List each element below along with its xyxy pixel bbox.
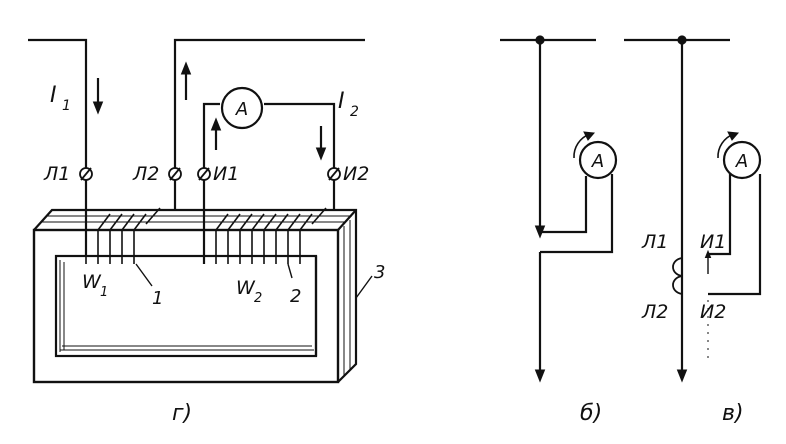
ammeter-c-label: A	[735, 151, 748, 172]
figure-a-caption: г)	[172, 401, 192, 426]
winding-w1-subscript: 1	[100, 285, 108, 300]
terminal-l2-label-c: Л2	[641, 301, 668, 323]
figure-c	[624, 35, 762, 383]
ammeter-circuit	[202, 86, 336, 264]
terminal-i2-label-c: И2	[700, 301, 726, 323]
terminal-i1-circle	[197, 167, 211, 181]
ammeter-a-label: A	[235, 99, 248, 120]
terminal-i1-label-c: И1	[700, 231, 726, 253]
ammeter-b-label: A	[591, 151, 604, 172]
terminal-l1-label-c: Л1	[641, 231, 668, 253]
terminal-l2-label: Л2	[132, 163, 159, 185]
figure-c-caption: в)	[722, 401, 744, 426]
figure-a-labels: I 1 I 2 Л1 Л2 И1 И2 A W 1 W 2 1 2 3 г)	[43, 83, 385, 426]
winding-w2-subscript: 2	[254, 291, 262, 306]
primary-line-in	[28, 38, 104, 256]
ammeter-b	[578, 140, 618, 180]
winding-w1-label: W	[82, 271, 102, 293]
figure-c-labels: A Л1 Л2 И1 И2 в)	[641, 151, 748, 426]
primary-line-out	[173, 38, 365, 210]
current-i2-label: I	[338, 89, 345, 114]
terminal-i2-circle	[327, 167, 341, 181]
figure-b-caption: б)	[580, 401, 602, 426]
ammeter-a	[220, 86, 264, 130]
primary-winding	[85, 207, 161, 264]
current-i1-subscript: 1	[62, 98, 71, 114]
terminal-i2-label: И2	[343, 163, 369, 185]
current-i1-label: I	[50, 83, 57, 108]
terminal-i1-label: И1	[213, 163, 239, 185]
figure-b	[500, 35, 618, 383]
figure-a	[28, 38, 373, 384]
figure-b-labels: A б)	[580, 151, 604, 426]
secondary-winding	[215, 207, 327, 264]
transformer-core	[32, 208, 358, 384]
terminal-l2-circle	[168, 167, 182, 181]
ammeter-c	[722, 140, 762, 180]
terminal-l1-circle	[79, 167, 93, 181]
current-i2-subscript: 2	[350, 104, 359, 120]
winding-w2-label: W	[236, 277, 256, 299]
terminal-l1-label: Л1	[43, 163, 70, 185]
callout-2: 2	[290, 286, 301, 307]
callout-3: 3	[374, 262, 385, 283]
callout-1: 1	[152, 288, 163, 309]
terminals	[79, 167, 341, 181]
